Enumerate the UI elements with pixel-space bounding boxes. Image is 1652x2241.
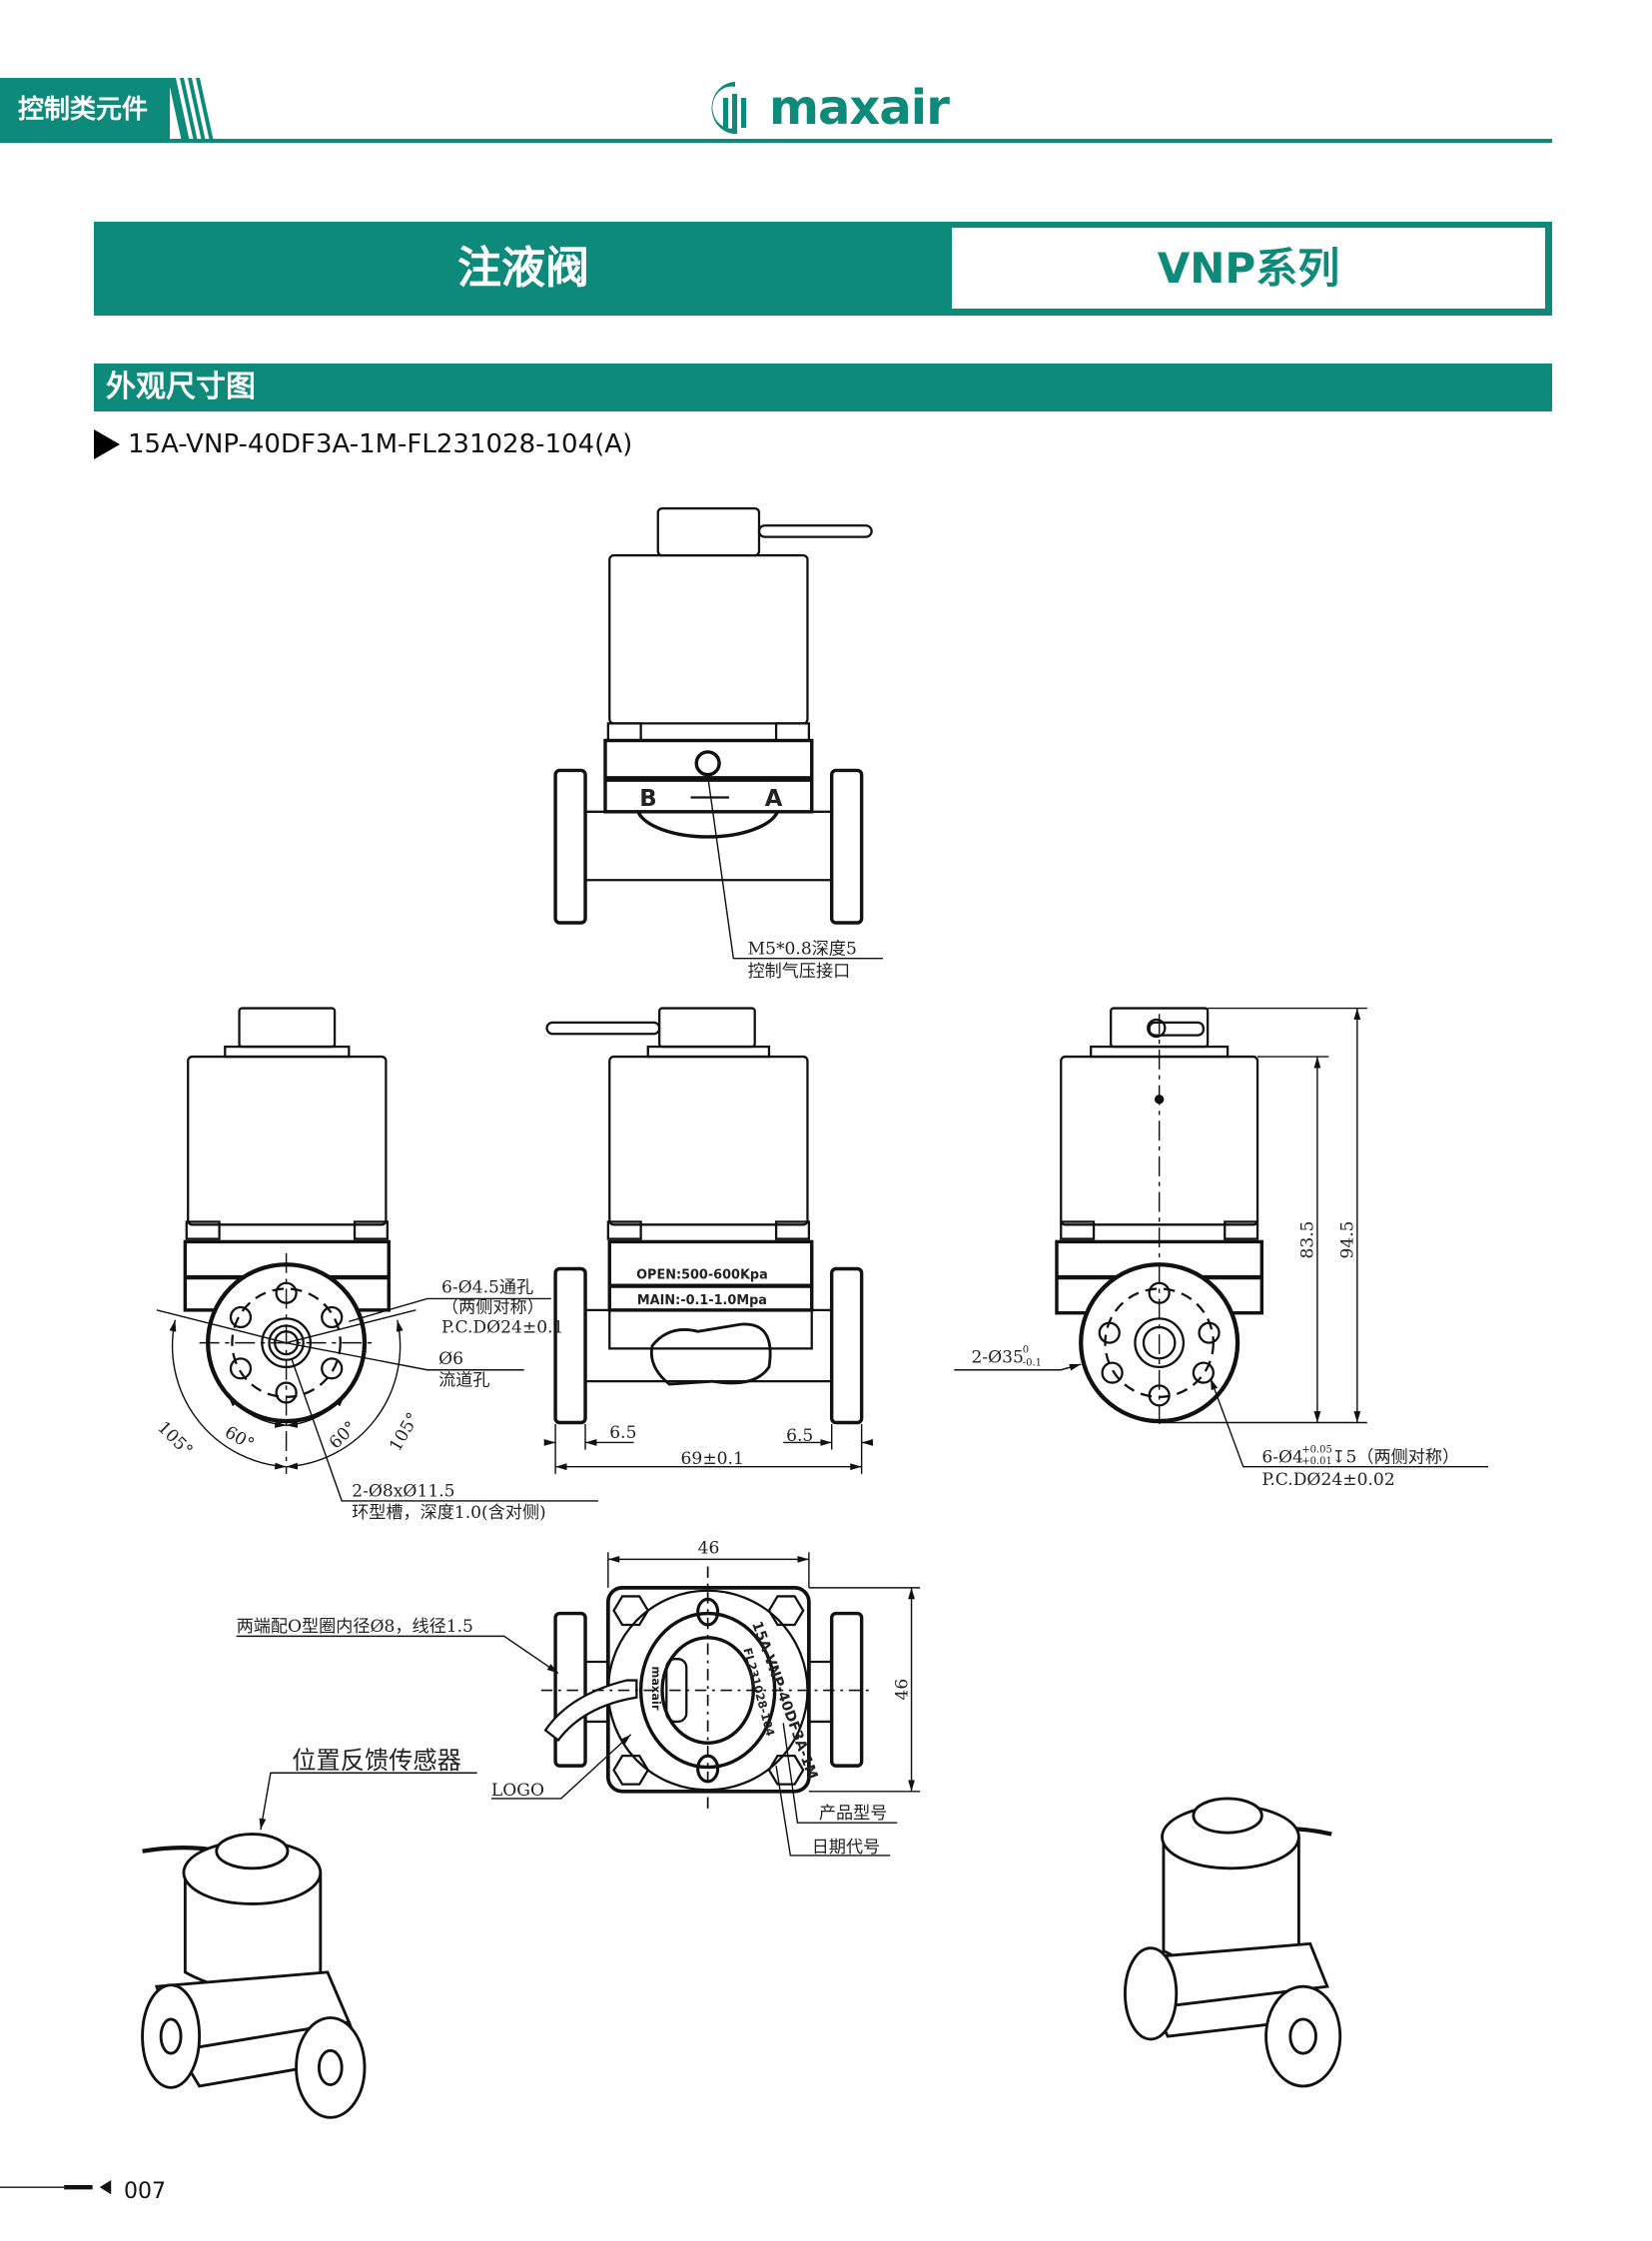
angle-60-left: 60° xyxy=(221,1422,257,1454)
label-main-pressure: MAIN:-0.1-1.0Mpa xyxy=(637,1293,767,1308)
pin-holes-tol-upper: +0.05 xyxy=(1301,1444,1332,1455)
section-heading: 外观尺寸图 xyxy=(94,364,1552,411)
header-rule xyxy=(0,139,1552,143)
angle-60-right: 60° xyxy=(326,1418,362,1454)
flange-dia-label: 2-Ø35 xyxy=(971,1348,1023,1368)
series-title: VNP系列 xyxy=(952,228,1545,309)
top-view: B A M5*0.8深度5 控制气压接口 xyxy=(553,506,884,982)
flow-hole-label: 流道孔 xyxy=(438,1370,489,1390)
render-right xyxy=(1124,1797,1342,2088)
front-view: OPEN:500-600Kpa MAIN:-0.1-1.0Mpa 6.5 6.5… xyxy=(543,1007,874,1474)
pin-holes-prefix: 6-Ø4 xyxy=(1261,1447,1303,1467)
holes-note-1: 6-Ø4.5通孔 xyxy=(441,1278,533,1298)
groove-note-1: 2-Ø8xØ11.5 xyxy=(352,1482,454,1502)
brand-logo: maxair xyxy=(709,78,950,138)
engraved-logo: maxair xyxy=(649,1666,663,1710)
bottom-view: 15A-VNP-40DF3A-1M FL231028-104 maxair 46… xyxy=(237,1539,921,1858)
side-view: 6-Ø4.5通孔 （两侧对称） P.C.DØ24±0.1 Ø6 流道孔 105°… xyxy=(153,1007,598,1523)
angle-105-right: 105° xyxy=(386,1409,423,1455)
port-a-label: A xyxy=(765,786,783,812)
model-line: 15A-VNP-40DF3A-1M-FL231028-104(A) xyxy=(94,424,632,464)
sensor-label: 位置反馈传感器 xyxy=(292,1747,461,1775)
pin-holes-pcd: P.C.DØ24±0.02 xyxy=(1261,1470,1394,1490)
brand-mark-icon xyxy=(711,82,746,135)
flange-dia-tol-lower: -0.1 xyxy=(1023,1357,1042,1368)
category-stripes-decoration xyxy=(168,78,214,142)
dim-flange-left: 6.5 xyxy=(609,1423,636,1443)
brand-name: maxair xyxy=(769,80,950,136)
port-b-label: B xyxy=(639,786,656,812)
category-tab: 控制类元件 xyxy=(0,78,170,142)
footer-marker xyxy=(0,2180,112,2195)
dim-body-height: 83.5 xyxy=(1298,1220,1318,1258)
dim-bottom-width: 46 xyxy=(698,1539,720,1559)
port-note-thread: M5*0.8深度5 xyxy=(748,939,857,959)
pin-holes-tol-lower: +0.01 xyxy=(1301,1456,1332,1467)
end-view: 83.5 94.5 2-Ø35 0 -0.1 6-Ø4 +0.05 +0.01 … xyxy=(954,1007,1489,1490)
dim-bottom-height: 46 xyxy=(892,1679,912,1701)
product-title: 注液阀 xyxy=(457,243,589,294)
port-note-desc: 控制气压接口 xyxy=(748,962,851,982)
dim-flange-right: 6.5 xyxy=(786,1426,813,1446)
render-left: 位置反馈传感器 xyxy=(141,1747,477,2119)
dim-total-height: 94.5 xyxy=(1338,1220,1358,1258)
angle-105-left: 105° xyxy=(153,1418,196,1461)
label-open-pressure: OPEN:500-600Kpa xyxy=(636,1267,768,1282)
flow-hole-dia: Ø6 xyxy=(438,1349,463,1369)
dim-total-length: 69±0.1 xyxy=(681,1449,744,1469)
oring-note: 两端配O型圈内径Ø8，线径1.5 xyxy=(237,1617,473,1637)
holes-note-3: P.C.DØ24±0.1 xyxy=(441,1318,563,1338)
model-number: 15A-VNP-40DF3A-1M-FL231028-104(A) xyxy=(128,429,633,459)
page-number: 007 xyxy=(124,2179,166,2204)
model-callout: 产品型号 xyxy=(819,1804,887,1824)
flange-dia-tol-upper: 0 xyxy=(1023,1345,1029,1356)
bullet-triangle-icon xyxy=(94,429,120,459)
date-callout: 日期代号 xyxy=(812,1838,880,1858)
groove-note-2: 环型槽，深度1.0(含对侧) xyxy=(352,1503,546,1523)
logo-callout: LOGO xyxy=(491,1781,544,1801)
holes-note-2: （两侧对称） xyxy=(441,1298,544,1318)
pin-holes-suffix: ↧5（两侧对称） xyxy=(1331,1447,1459,1467)
